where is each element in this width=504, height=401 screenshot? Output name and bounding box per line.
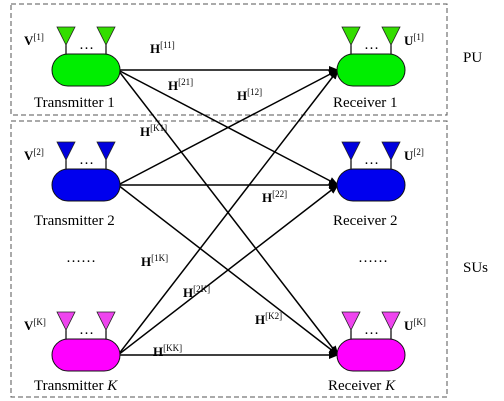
receiver-label: Receiver 2	[333, 213, 398, 229]
receiver-body	[336, 338, 406, 372]
antenna-icon	[341, 141, 361, 161]
transmitter-body	[51, 168, 121, 202]
decoder-label: U[1]	[404, 32, 424, 48]
receiver-body	[336, 168, 406, 202]
channel-label: H[2K]	[183, 284, 210, 300]
channel-label: H[12]	[237, 87, 262, 103]
rx-ellipsis: ……	[358, 250, 388, 266]
decoder-label: U[2]	[404, 147, 424, 163]
transmitter-label: Transmitter 2	[34, 213, 115, 229]
channel-label: H[K1]	[140, 123, 167, 139]
sus-group-label: SUs	[463, 260, 488, 276]
antenna-dots: …	[364, 152, 379, 168]
antenna-icon	[56, 141, 76, 161]
channel-arrow	[117, 69, 339, 356]
channel-label: H[11]	[150, 40, 175, 56]
antenna-icon	[56, 311, 76, 331]
antenna-dots: …	[364, 322, 379, 338]
antenna-icon	[96, 26, 116, 46]
antenna-dots: …	[79, 37, 94, 53]
antenna-icon	[381, 141, 401, 161]
precoder-label: V[2]	[24, 147, 44, 163]
channel-label: H[21]	[168, 77, 193, 93]
receiver-body	[336, 53, 406, 87]
precoder-label: V[1]	[24, 32, 44, 48]
antenna-dots: …	[79, 322, 94, 338]
antenna-icon	[381, 311, 401, 331]
channel-arrows	[117, 66, 339, 359]
antenna-icon	[381, 26, 401, 46]
antenna-icon	[341, 26, 361, 46]
nodes: … V[1] Transmitter 1 … V[2] Transmitter 2 … V[K…	[24, 26, 426, 394]
decoder-label: U[K]	[404, 317, 426, 333]
channel-label: H[22]	[262, 189, 287, 205]
transmitter-label: Transmitter K	[34, 378, 118, 394]
antenna-icon	[341, 311, 361, 331]
channel-label: H[1K]	[141, 253, 168, 269]
transmitter-label: Transmitter 1	[34, 95, 115, 111]
node-tx2: … V[2] Transmitter 2	[24, 141, 121, 229]
node-rxK: … U[K] Receiver K	[328, 311, 426, 394]
channel-label: H[KK]	[153, 343, 182, 359]
antenna-icon	[96, 141, 116, 161]
transmitter-body	[51, 338, 121, 372]
channel-labels: H[11] H[21] H[K1] H[12] H[22] H[K2] H[1K] H[2K]…	[140, 40, 287, 359]
node-txK: … V[K] Transmitter K	[24, 311, 121, 394]
sus-group-box	[10, 120, 448, 398]
transmitter-body	[51, 53, 121, 87]
channel-label: H[K2]	[255, 311, 282, 327]
pu-group-box	[10, 3, 448, 116]
channel-arrow	[117, 184, 339, 356]
tx-ellipsis: ……	[66, 250, 96, 266]
node-rx1: … U[1] Receiver 1	[333, 26, 424, 111]
receiver-label: Receiver K	[328, 378, 396, 394]
pu-group-label: PU	[463, 50, 482, 66]
precoder-label: V[K]	[24, 317, 46, 333]
antenna-dots: …	[364, 37, 379, 53]
node-rx2: … U[2] Receiver 2	[333, 141, 424, 229]
receiver-label: Receiver 1	[333, 95, 398, 111]
antenna-icon	[56, 26, 76, 46]
node-tx1: … V[1] Transmitter 1	[24, 26, 121, 111]
antenna-icon	[96, 311, 116, 331]
antenna-dots: …	[79, 152, 94, 168]
channel-arrow	[117, 69, 339, 186]
